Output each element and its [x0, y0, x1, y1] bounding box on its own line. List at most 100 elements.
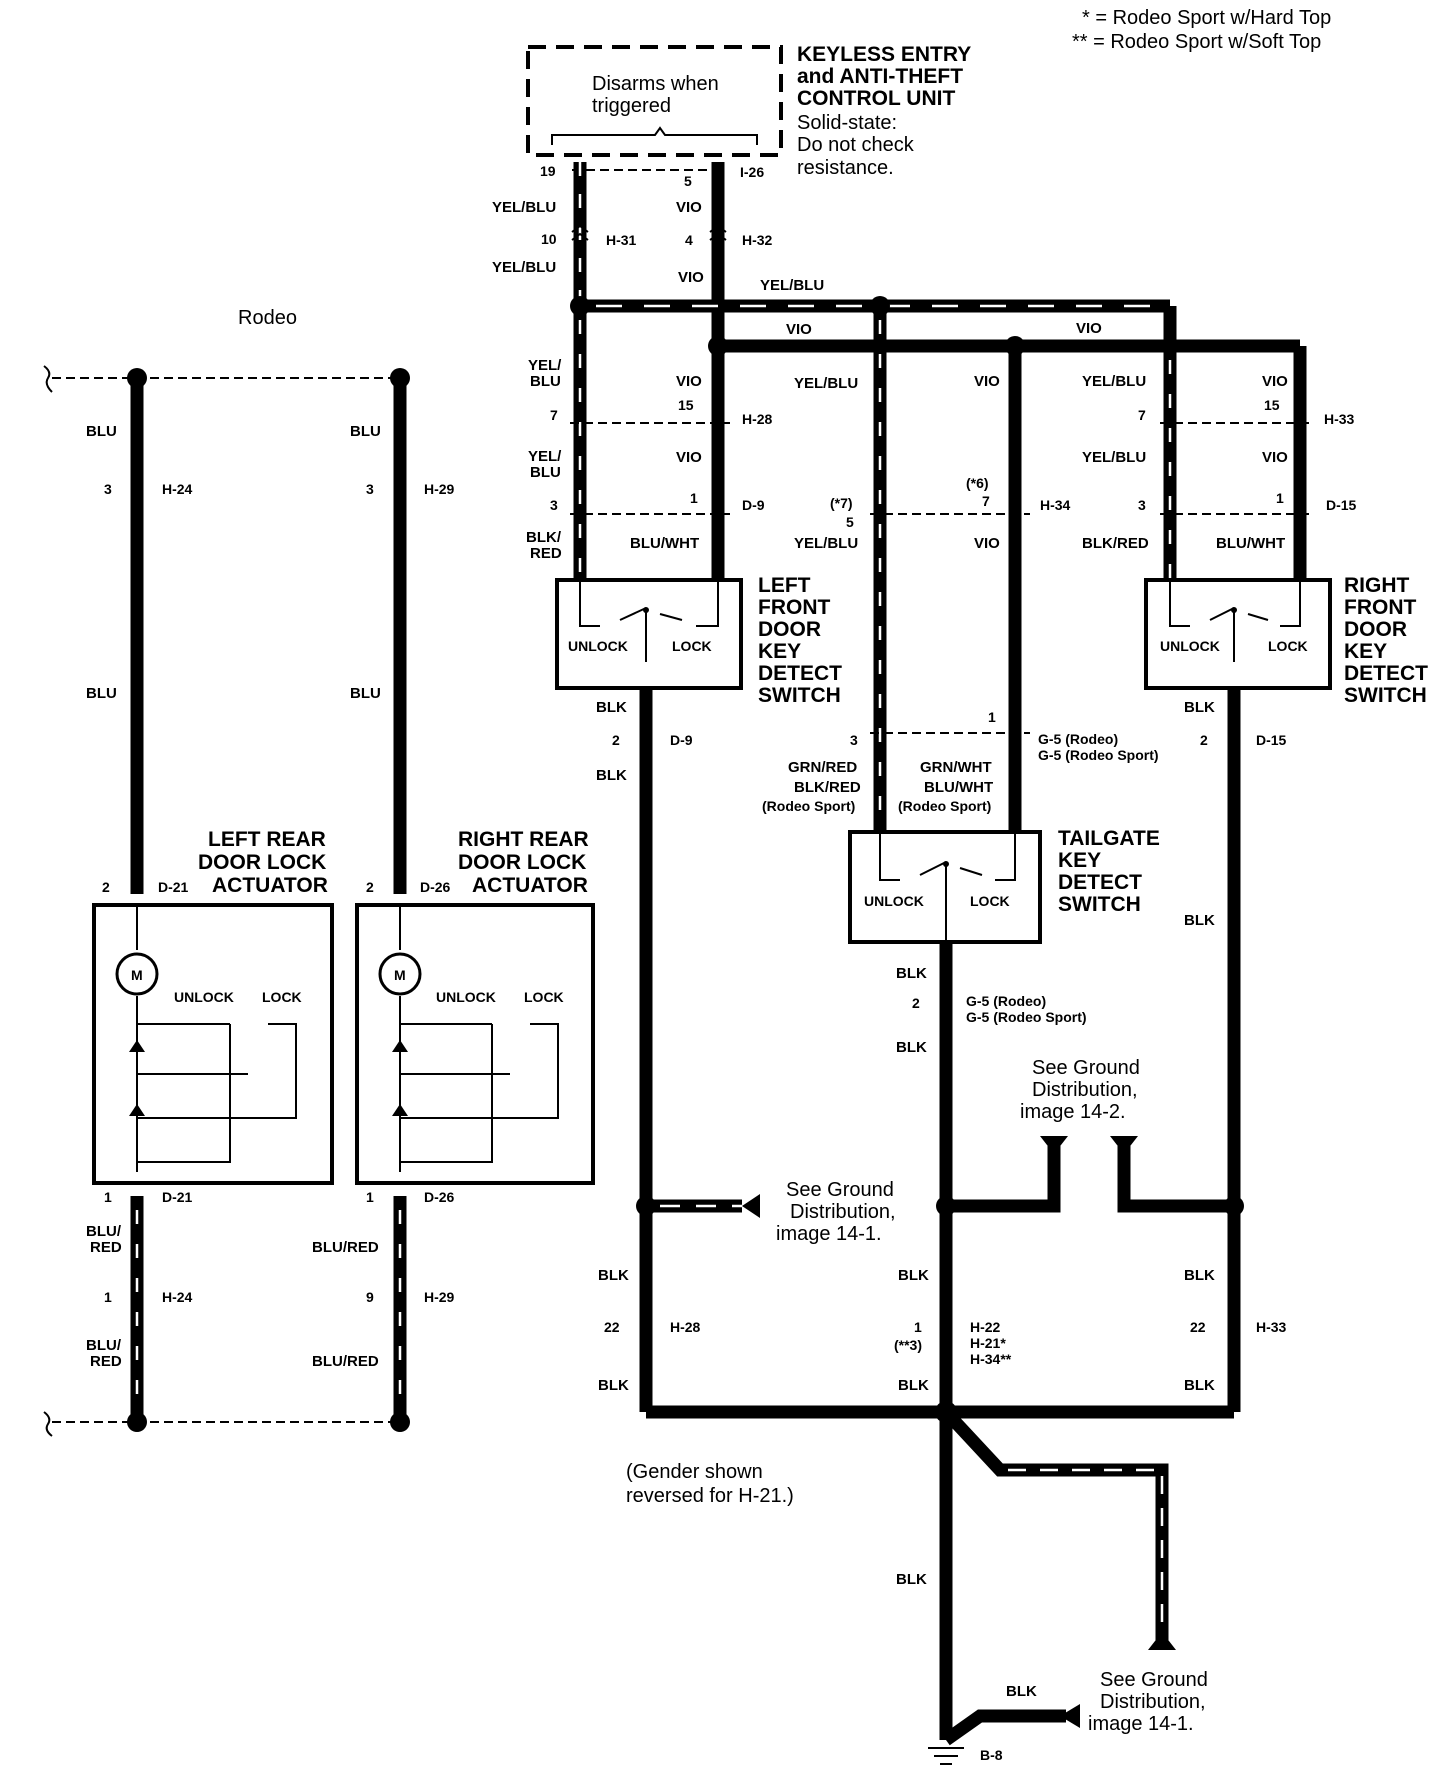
lf-pin-3: 3	[550, 497, 558, 513]
right-rear-actuator-branch: BLU 3 H-29 BLU RIGHT REAR DOOR LOCK ACTU…	[312, 378, 595, 1422]
rr-pin-3: 3	[366, 481, 374, 497]
rr-label-blu-red-2: BLU/RED	[312, 1353, 379, 1370]
tg-g5-rodeo-sport-b: G-5 (Rodeo Sport)	[966, 1009, 1087, 1025]
ground-branch-right	[941, 1407, 1169, 1640]
rr-lock: LOCK	[524, 989, 564, 1005]
lf-title-6: SWITCH	[758, 684, 841, 707]
lf-unlock: UNLOCK	[568, 638, 628, 654]
lr-label-blu-red-1: BLU/	[86, 1223, 122, 1240]
tg-star7: (*7)	[830, 495, 853, 511]
rf-pin-15: 15	[1264, 397, 1280, 413]
left-rear-actuator-branch: BLU 3 H-24 BLU LEFT REAR DOOR LOCK ACTUA…	[86, 378, 334, 1422]
rf-title-3: DOOR	[1344, 618, 1407, 641]
cu-connector-i26: I-26	[740, 164, 764, 180]
pin-10: 10	[541, 231, 557, 247]
ground-gender-note-1: (Gender shown	[626, 1461, 763, 1483]
lf-label-blk-red-1: BLK/	[526, 529, 562, 546]
lr-label-blu-1: BLU	[86, 423, 117, 440]
rf-label-blk-2: BLK	[1184, 912, 1215, 929]
rr-conn-h29-b: H-29	[424, 1289, 455, 1305]
ground-branch-right-arrow	[1148, 1632, 1176, 1650]
lr-actuator-box	[92, 903, 334, 1185]
tg-conn-h34: H-34	[1040, 497, 1071, 513]
lr-conn-d21-b: D-21	[162, 1189, 193, 1205]
control-unit-note-1: Solid-state:	[797, 112, 897, 134]
lf-label-yel-blu-a1: YEL/	[528, 357, 562, 374]
ground-b8-arrow	[1060, 1704, 1080, 1728]
ground-see-14-1-b-3: image 14-1.	[1088, 1713, 1194, 1735]
ground-gender-note-2: reversed for H-21.)	[626, 1485, 794, 1507]
ground-pin-22-l: 22	[604, 1319, 620, 1335]
control-unit-note-3: resistance.	[797, 157, 894, 179]
tg-title-1: TAILGATE	[1058, 827, 1160, 850]
control-unit-note-2: Do not check	[797, 134, 915, 156]
rf-unlock: UNLOCK	[1160, 638, 1220, 654]
pin-4: 4	[685, 232, 693, 248]
tg-pin-3: 3	[850, 732, 858, 748]
rr-label-blu-red-1: BLU/RED	[312, 1239, 379, 1256]
tg-label-blu-wht: BLU/WHT	[924, 779, 993, 796]
ground-see-14-2-3: image 14-2.	[1020, 1101, 1126, 1123]
control-unit-title-3: CONTROL UNIT	[797, 87, 955, 110]
h31-terminal	[571, 224, 589, 241]
tg-switch-pivot	[943, 861, 949, 867]
ground-right-arrow	[1110, 1136, 1138, 1154]
rr-actuator-circuit	[399, 905, 559, 1172]
rr-title-1: RIGHT REAR	[458, 828, 589, 851]
ground-see-14-2-1: See Ground	[1032, 1057, 1140, 1079]
conn-h32: H-32	[742, 232, 773, 248]
rr-label-blu-2: BLU	[350, 685, 381, 702]
control-unit-title-1: KEYLESS ENTRY	[797, 43, 971, 66]
lf-switch-box	[555, 578, 743, 690]
ground-center-arrow	[1040, 1136, 1068, 1154]
rr-motor-label: M	[394, 967, 406, 983]
cu-pin-19: 19	[540, 163, 556, 179]
lr-unlock: UNLOCK	[174, 989, 234, 1005]
ground-symbol-icon	[928, 1747, 964, 1765]
h32-terminal	[709, 224, 727, 241]
rr-conn-d26-b: D-26	[424, 1189, 455, 1205]
rf-pin-1: 1	[1276, 490, 1284, 506]
tg-switch-contacts	[879, 832, 1016, 940]
lr-label-blu-red-2: RED	[90, 1239, 122, 1256]
ground-see-14-1-b-1: See Ground	[1100, 1669, 1208, 1691]
rf-label-yel-blu-b: YEL/BLU	[1082, 449, 1146, 466]
ground-star3: (**3)	[894, 1337, 922, 1353]
ground-b8-branch	[942, 1709, 1066, 1746]
cu-pin-5: 5	[684, 173, 692, 189]
ground-see-14-1-a-1: See Ground	[786, 1179, 894, 1201]
tg-g5-rodeo-sport: G-5 (Rodeo Sport)	[1038, 747, 1159, 763]
right-front-door-branch: YEL/BLU VIO 7 15 H-33 YEL/BLU VIO 3 1 D-…	[1082, 346, 1428, 1412]
legend-line-2: ** = Rodeo Sport w/Soft Top	[1072, 31, 1321, 53]
ground-label-blk-b8: BLK	[1006, 1683, 1037, 1700]
bus-label-yel-blu: YEL/BLU	[760, 277, 824, 294]
bus-label-vio-1: VIO	[786, 321, 812, 338]
tg-label-blk-1: BLK	[896, 965, 927, 982]
lf-pin-7: 7	[550, 407, 558, 423]
tg-label-vio-b: VIO	[974, 535, 1000, 552]
ground-label-blk-l1: BLK	[598, 1267, 629, 1284]
tg-title-3: DETECT	[1058, 871, 1142, 894]
control-unit-bracket	[551, 126, 758, 145]
lf-title-5: DETECT	[758, 662, 842, 685]
lf-pin-1: 1	[690, 490, 698, 506]
rr-pin-1: 1	[366, 1189, 374, 1205]
rf-switch-contacts	[1169, 580, 1301, 662]
rf-switch-box	[1144, 578, 1332, 690]
ground-label-blk-c1: BLK	[898, 1267, 929, 1284]
rr-pin-2: 2	[366, 879, 374, 895]
legend-line-1: * = Rodeo Sport w/Hard Top	[1082, 7, 1331, 29]
rf-title-5: DETECT	[1344, 662, 1428, 685]
tg-label-grn-red: GRN/RED	[788, 759, 857, 776]
tg-label-vio-a: VIO	[974, 373, 1000, 390]
lr-title-3: ACTUATOR	[212, 874, 328, 897]
tg-pin-7: 7	[982, 493, 990, 509]
lf-switch-pivot	[643, 607, 649, 613]
tg-star6: (*6)	[966, 475, 989, 491]
lf-title-1: LEFT	[758, 574, 811, 597]
ground-network: See Ground Distribution, image 14-1. See…	[598, 1057, 1287, 1765]
left-front-door-branch: YEL/ BLU VIO 7 15 H-28 YEL/ BLU VIO 3 1 …	[526, 306, 842, 1412]
lr-label-blu-red-3: BLU/	[86, 1337, 122, 1354]
tg-unlock: UNLOCK	[864, 893, 924, 909]
